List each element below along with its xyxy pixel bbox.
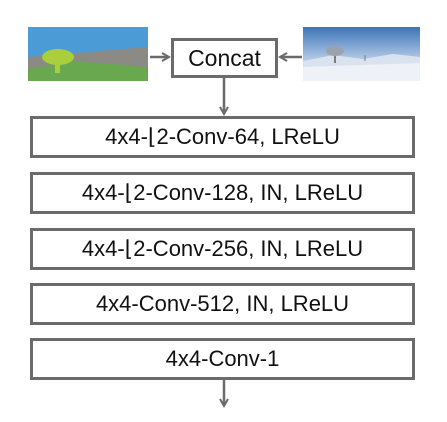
layer-conv-512: 4x4-Conv-512, IN, LReLU xyxy=(30,283,415,325)
layer-conv-128: 4x4-⌊2-Conv-128, IN, LReLU xyxy=(30,172,415,214)
concat-node: Concat xyxy=(171,38,278,78)
layer-conv-1: 4x4-Conv-1 xyxy=(30,338,415,380)
input-label-map-image xyxy=(28,27,148,81)
layer-conv-64: 4x4-⌊2-Conv-64, LReLU xyxy=(30,116,415,158)
layer-conv-256: 4x4-⌊2-Conv-256, IN, LReLU xyxy=(30,228,415,270)
input-photo-image xyxy=(303,27,420,81)
